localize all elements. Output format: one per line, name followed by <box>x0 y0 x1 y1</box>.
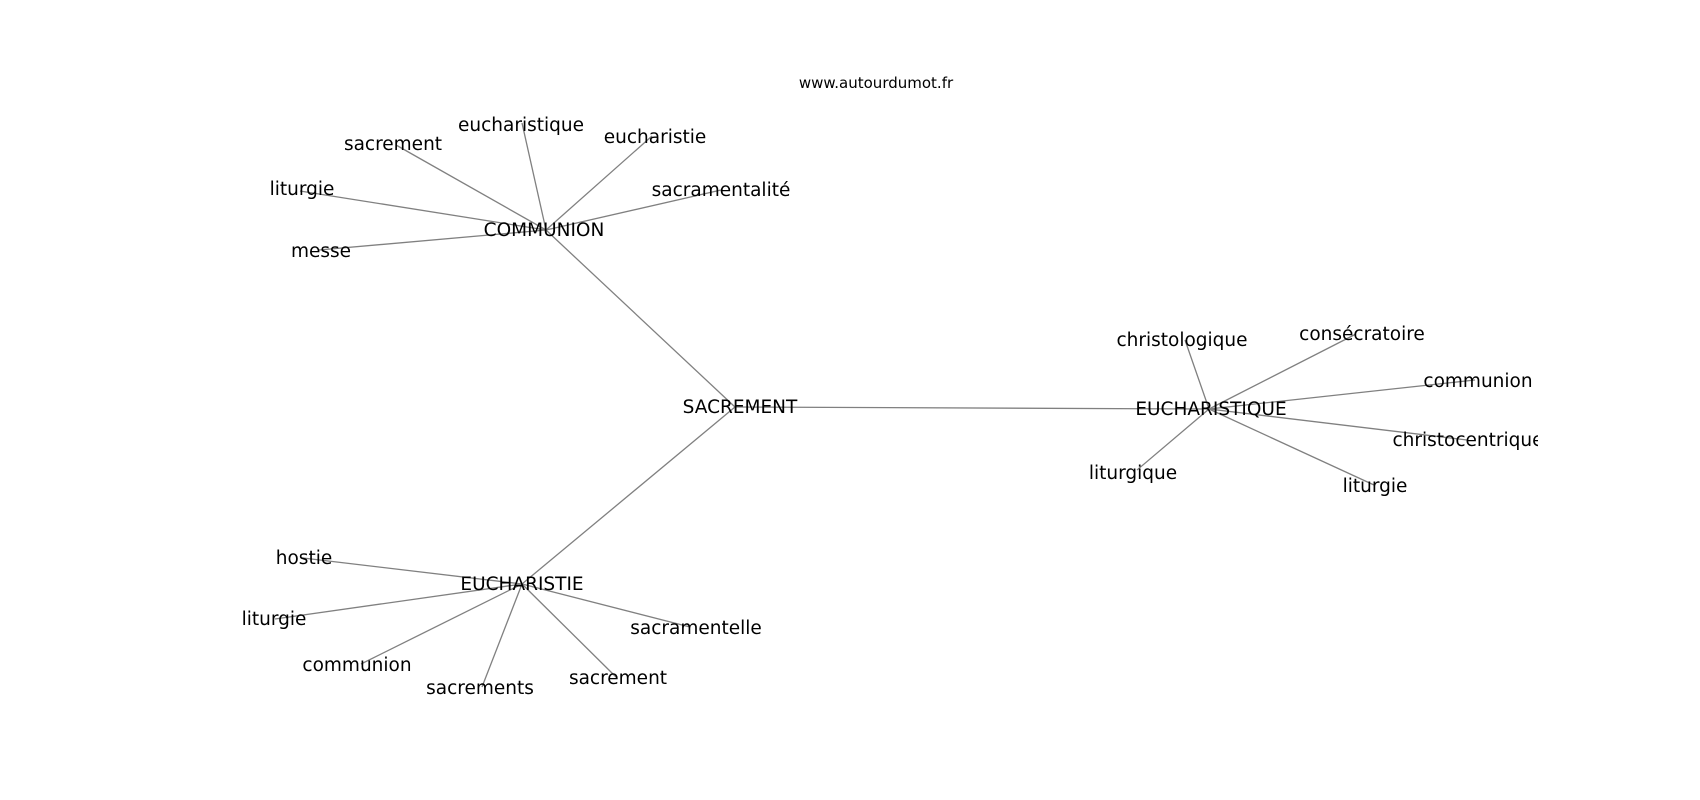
leaf-node-label: hostie <box>276 548 332 569</box>
hub-leaf-edge <box>360 583 523 665</box>
leaf-node-label: liturgie <box>242 609 307 630</box>
hub-leaf-edge <box>299 190 547 231</box>
hub-leaf-edge <box>1208 333 1357 410</box>
leaf-node-label: eucharistique <box>458 115 584 136</box>
leaf-node-label: messe <box>291 241 351 262</box>
leaf-node-label: sacrement <box>569 668 667 689</box>
hub-node-label: EUCHARISTIQUE <box>1135 399 1286 420</box>
leaf-node-label: sacramentelle <box>630 618 762 639</box>
hub-leaf-edge <box>395 144 547 231</box>
leaf-node-label: liturgie <box>1343 476 1408 497</box>
leaf-node-label: sacrement <box>344 134 442 155</box>
hub-leaf-edge <box>1208 408 1468 441</box>
hub-node-label: EUCHARISTIE <box>460 574 583 595</box>
hub-leaf-edge <box>521 122 547 231</box>
hub-leaf-edge <box>274 583 523 620</box>
leaf-node-label: liturgique <box>1089 463 1177 484</box>
center-hub-edge <box>521 406 736 585</box>
leaf-node-label: communion <box>1423 371 1532 392</box>
center-node-label: SACREMENT <box>683 397 798 418</box>
hub-leaf-edge <box>521 583 691 628</box>
graph-edges <box>274 122 1476 688</box>
source-watermark: www.autourdumot.fr <box>799 74 954 92</box>
graph-labels: www.autourdumot.fr SACREMENT COMMUNION e… <box>242 74 1544 699</box>
leaf-node-label: liturgie <box>270 179 335 200</box>
center-hub-edge <box>545 229 736 408</box>
leaf-node-label: consécratoire <box>1299 324 1425 345</box>
hub-leaf-edge <box>545 189 722 231</box>
hub-leaf-edge <box>1136 408 1210 471</box>
leaf-node-label: christocentrique <box>1393 430 1544 451</box>
hub-leaf-edge <box>302 557 523 585</box>
leaf-node-label: sacrements <box>426 678 534 699</box>
leaf-node-label: christologique <box>1116 330 1247 351</box>
leaf-node-label: communion <box>302 655 411 676</box>
hub-leaf-edge <box>1208 379 1476 410</box>
hub-node-label: COMMUNION <box>484 220 605 241</box>
hub-leaf-edge <box>521 583 618 679</box>
hub-leaf-edge <box>1208 408 1375 486</box>
leaf-node-label: sacramentalité <box>652 180 791 201</box>
hub-leaf-edge <box>481 583 523 688</box>
leaf-node-label: eucharistie <box>604 127 707 148</box>
hub-leaf-edge <box>545 135 653 231</box>
hub-leaf-edge <box>318 229 547 251</box>
hub-leaf-edge <box>1184 339 1210 410</box>
center-hub-edge <box>734 406 1210 410</box>
